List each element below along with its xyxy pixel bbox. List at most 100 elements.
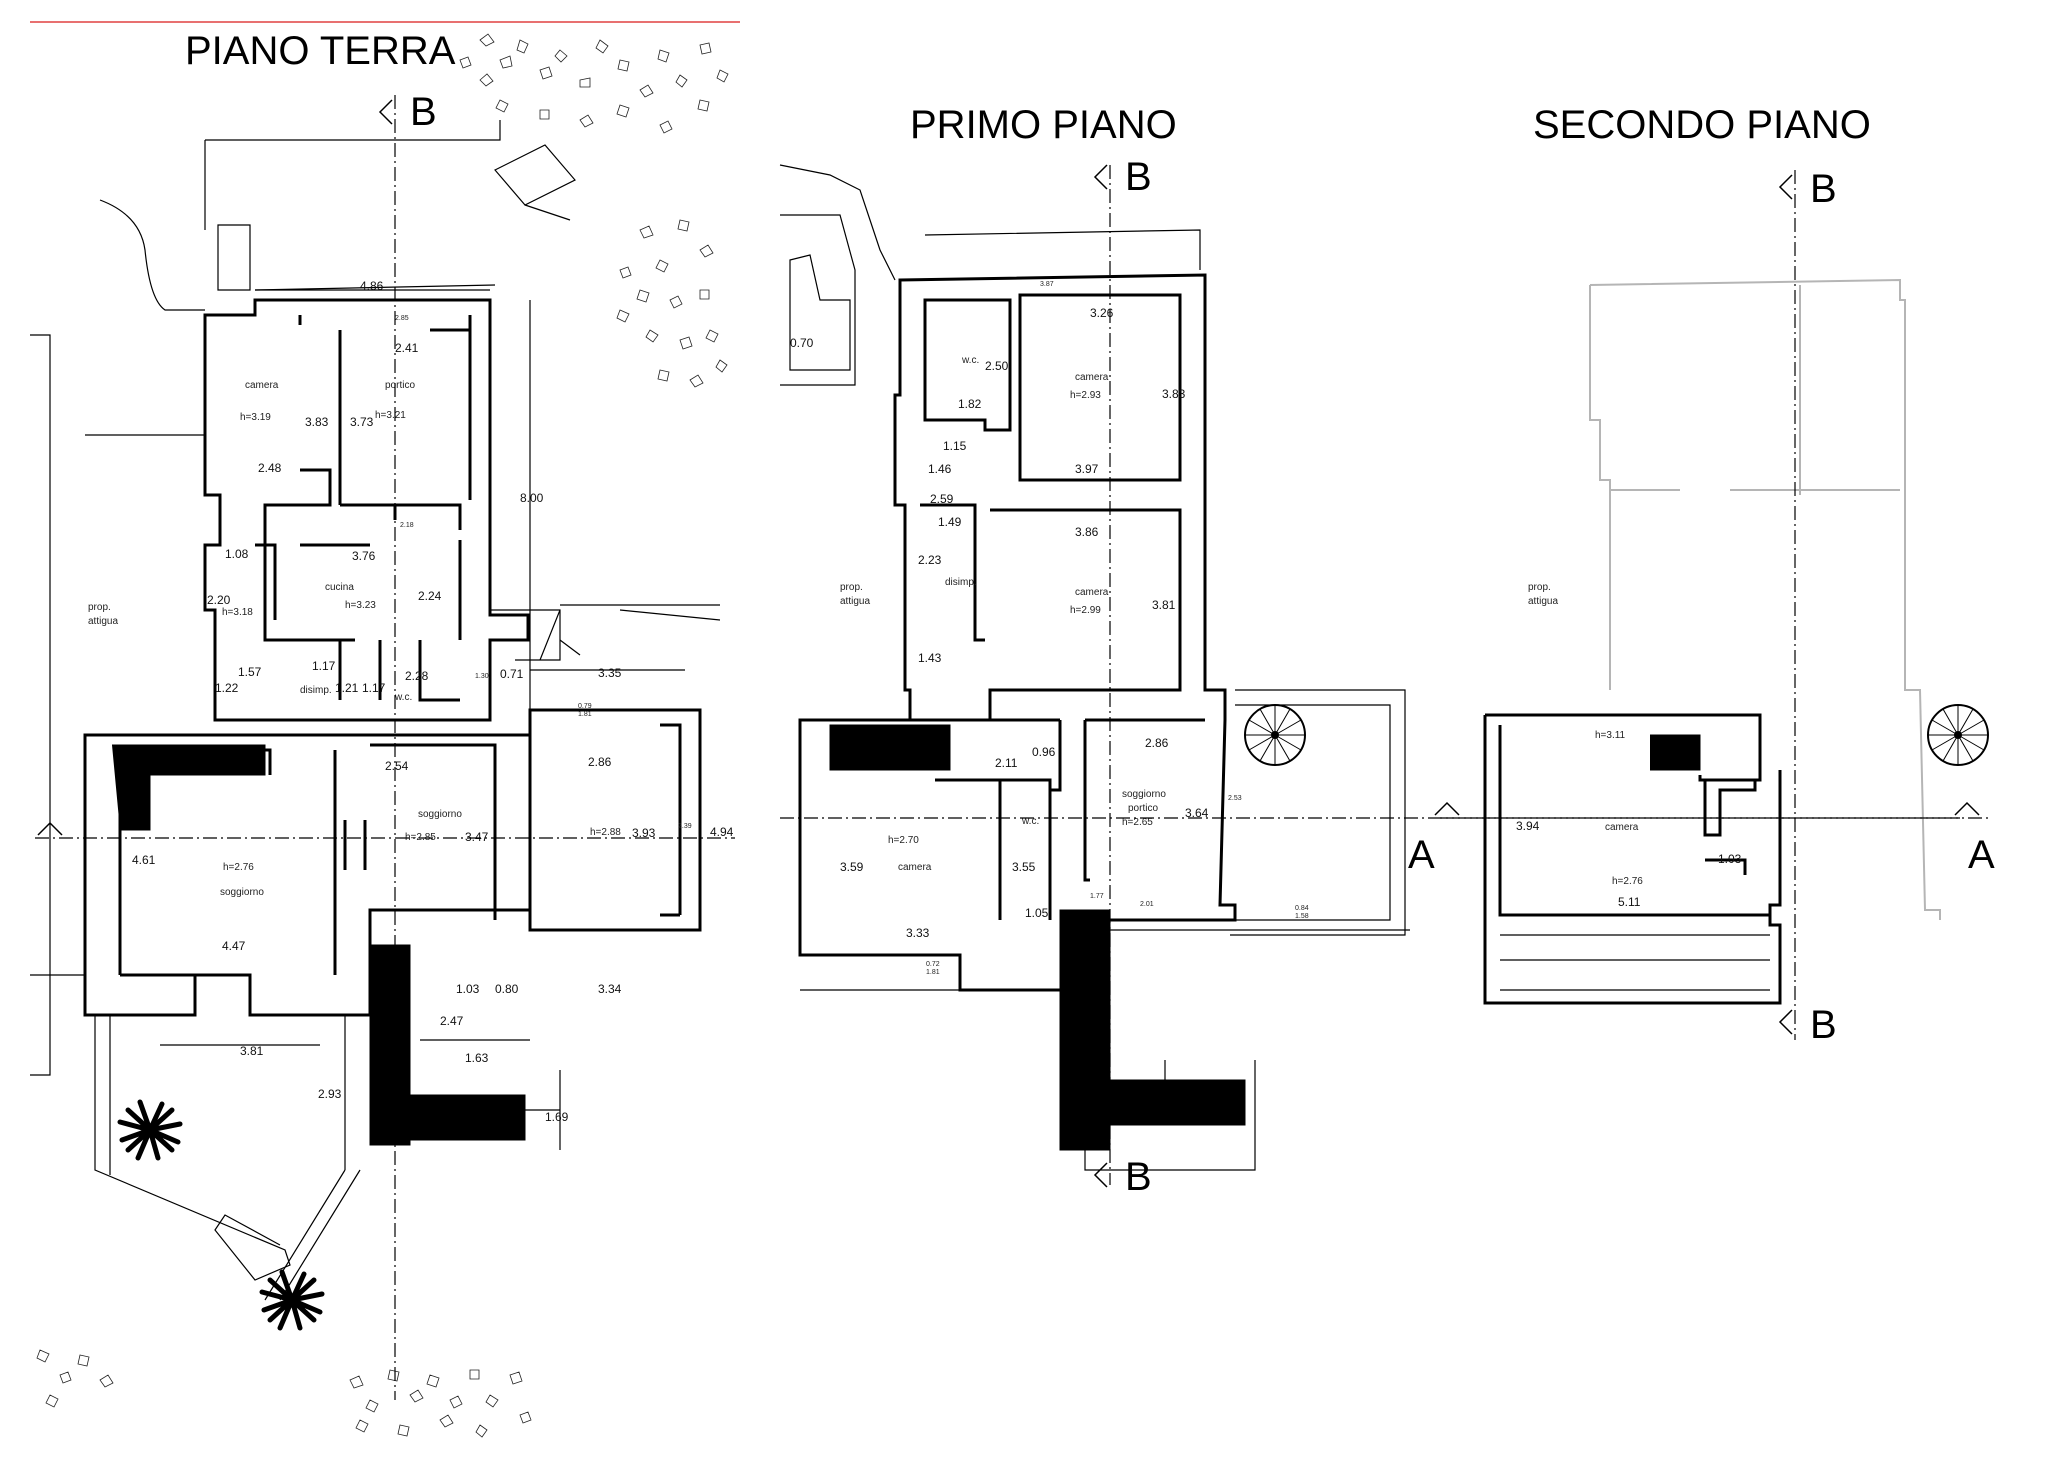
room-label: w.c. [1021,816,1039,827]
room-height: h=2.76 [1612,876,1643,887]
dimension-label: 4.61 [132,853,156,867]
dimension-label: 2.11 [995,756,1018,770]
dimension-label: 2.93 [318,1087,342,1101]
room-height: h=3.18 [222,607,253,618]
dimension-label: 0.80 [495,982,519,996]
dimension-label: 1.82 [958,397,982,411]
section-marker-b: B [1778,167,1837,211]
room-height: h=2.93 [1070,390,1101,401]
dimension-label: 3.94 [1516,819,1540,833]
dimension-label: 1.81 [578,711,592,718]
spiral-stair-icon [1244,704,1306,766]
room-label: cucina [325,582,354,593]
dimension-label: 0.71 [500,667,524,681]
dimension-label: 3.55 [1012,860,1036,874]
plan-secondo-piano: prop. attigua camera h=3.11 h=2.76 3.94 … [1483,278,1989,1005]
title-secondo-piano: SECONDO PIANO [1533,103,1871,147]
section-marker-b: B [1093,1155,1152,1199]
dimension-label: 1.15 [943,439,967,453]
room-label: disimp. [945,577,977,588]
dimension-label: 3.34 [598,982,622,996]
room-label: soggiorno [1122,789,1166,800]
dimension-label: 1.03 [456,982,480,996]
dimension-label: 2.86 [1145,736,1169,750]
dimension-label: 2.23 [918,553,942,567]
palm-tree-icon [259,1269,325,1331]
dimension-label: 0.70 [790,336,814,350]
vegetation-top [36,33,729,1438]
dimension-label: 0.79 [578,703,592,710]
dimension-label: 2.59 [930,492,954,506]
svg-text:B: B [410,90,437,134]
room-label: camera [1075,372,1109,383]
svg-text:B: B [1125,155,1152,199]
dimension-label: 2.18 [400,522,414,529]
room-label: w.c. [394,692,412,703]
room-label: portico [1128,803,1158,814]
dimension-label: 1.77 [1090,893,1104,900]
dimension-label: 3.87 [1040,281,1054,288]
room-label: soggiorno [220,887,264,898]
dimension-label: 1.69 [545,1110,569,1124]
dimension-label: 2.54 [385,759,409,773]
room-label: camera [1605,822,1639,833]
neighbor-label: prop. [88,602,111,613]
room-label: portico [385,380,415,391]
room-height: h=3.23 [345,600,376,611]
dimension-label: 2.53 [1228,795,1242,802]
dimension-label: 3.73 [350,415,374,429]
svg-text:B: B [1810,1003,1837,1047]
dimension-label: 3.83 [1162,387,1186,401]
dimension-label: 2.50 [985,359,1009,373]
room-height: h=2.99 [1070,605,1101,616]
dimension-label: 0.96 [1032,745,1056,759]
dimension-label: 3.83 [305,415,329,429]
dimension-label: 2.47 [440,1014,464,1028]
room-label: camera [1075,587,1109,598]
plan-primo-piano: 0.70 [779,164,1410,1171]
neighbor-label: prop. [1528,582,1551,593]
room-label: w.c. [961,355,979,366]
room-label: camera [245,380,279,391]
section-marker-b: B [378,90,437,134]
neighbor-label: prop. [840,582,863,593]
room-height: h=3.11 [1595,730,1626,741]
dimension-label: 2.01 [1140,901,1154,908]
svg-text:B: B [1810,167,1837,211]
dimension-label: 2.39 [678,823,692,830]
dimension-label: 2.41 [395,341,419,355]
neighbor-label: attigua [1528,596,1558,607]
dimension-label: 1.08 [225,547,249,561]
dimension-label: 1.43 [918,651,942,665]
dimension-label: 1.49 [938,515,962,529]
dimension-label: 1.63 [465,1051,489,1065]
dimension-label: 2.24 [418,589,442,603]
dimension-label: 1.46 [928,462,952,476]
room-height: h=3.21 [375,410,406,421]
dimension-label: 4.94 [710,825,734,839]
dimension-label: 3.76 [352,549,376,563]
dimension-label: 0.72 [926,961,940,968]
dimension-label: 3.26 [1090,306,1114,320]
dimension-label: 3.33 [906,926,930,940]
title-piano-terra: PIANO TERRA [185,29,456,73]
dimension-label: 8.00 [520,491,544,505]
svg-text:B: B [1125,1155,1152,1199]
room-height: h=2.76 [223,862,254,873]
dimension-label: 1.17 [362,681,386,695]
section-marker-a: A [1954,801,1995,877]
spiral-stair-icon [1927,704,1989,766]
section-marker-a [37,821,63,836]
dimension-label: 3.97 [1075,462,1099,476]
palm-tree-icon [117,1099,183,1161]
dimension-label: 3.64 [1185,806,1209,820]
neighbor-label: attigua [840,596,870,607]
dimension-label: 3.47 [465,830,489,844]
plan-piano-terra: camera h=3.19 portico h=3.21 cucina h=3.… [30,120,734,1301]
dimension-label: 2.85 [395,315,409,322]
svg-text:A: A [1968,833,1995,877]
section-marker-a: A [1408,801,1460,877]
dimension-label: 1.57 [238,665,262,679]
dimension-label: 3.35 [598,666,622,680]
